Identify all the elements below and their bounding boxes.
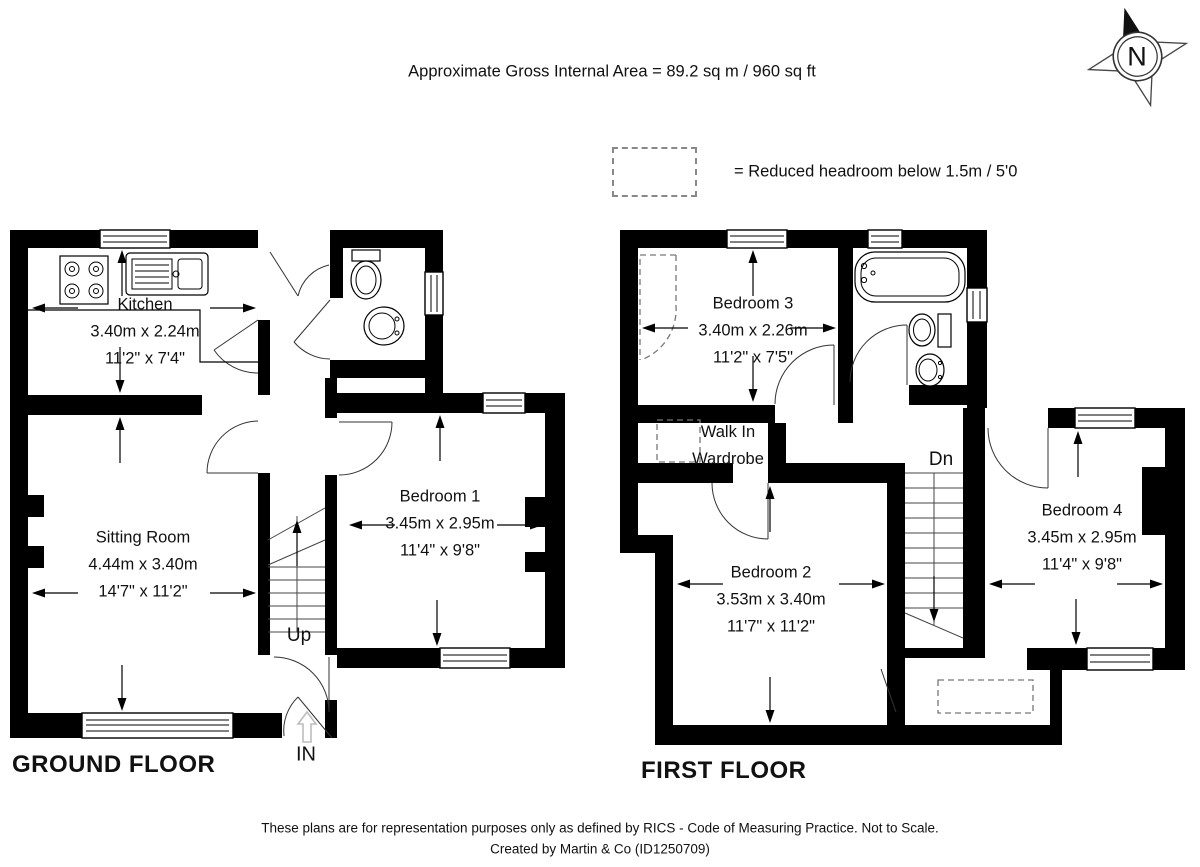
walk-in-wardrobe-label: Walk In Wardrobe [692, 419, 764, 473]
first-floor-doors [711, 324, 1049, 713]
kitchen-label: Kitchen 3.40m x 2.24m 11'2" x 7'4" [90, 292, 199, 373]
room-metric: 4.44m x 3.40m [88, 555, 198, 574]
sitting-room-label: Sitting Room 4.44m x 3.40m 14'7" x 11'2" [88, 525, 197, 606]
compass-rose-icon [1086, 7, 1189, 108]
room-imperial: 11'4" x 9'8" [399, 541, 481, 560]
bedroom4-top-window [1074, 407, 1136, 429]
sitting-room-window [81, 712, 234, 739]
bath [854, 251, 966, 303]
first-floor-windows [726, 229, 1154, 671]
bedroom4-bottom-window [1086, 647, 1154, 671]
room-name: Bedroom 3 [712, 294, 794, 313]
wc-fixtures [350, 249, 405, 346]
room-name: Bedroom 2 [730, 563, 812, 582]
room-name: Sitting Room [95, 528, 191, 547]
disclaimer-line: These plans are for representation purpo… [261, 820, 939, 836]
kitchen-fixtures [28, 252, 258, 363]
bedroom1-bottom-window [439, 647, 511, 669]
first-floor-title: FIRST FLOOR [641, 757, 807, 784]
ground-floor-walls [10, 230, 565, 738]
room-imperial: 11'7" x 11'2" [726, 617, 816, 636]
bedroom2-label: Bedroom 2 3.53m x 3.40m 11'7" x 11'2" [716, 560, 825, 641]
entrance-arrow-icon [296, 710, 318, 743]
compass-north-label: N [1127, 41, 1147, 72]
ground-floor-title: GROUND FLOOR [12, 751, 216, 778]
reduced-headroom-legend-swatch [612, 147, 697, 197]
kitchen-window [99, 229, 171, 249]
bedroom3-label: Bedroom 3 3.40m x 2.26m 11'2" x 7'5" [698, 291, 807, 372]
reduced-headroom-legend-label: = Reduced headroom below 1.5m / 5'0 [734, 162, 1018, 181]
kitchen-sink [125, 252, 209, 296]
staircase-down [904, 472, 964, 639]
room-metric: 3.53m x 3.40m [716, 590, 826, 609]
credit-line: Created by Martin & Co (ID1250709) [490, 841, 710, 857]
ground-floor-doors [206, 251, 393, 739]
page-title: Approximate Gross Internal Area = 89.2 s… [408, 62, 816, 81]
room-metric: 3.45m x 2.95m [1027, 528, 1137, 547]
room-name: Kitchen [117, 295, 173, 314]
room-imperial: 14'7" x 11'2" [98, 582, 188, 601]
room-name: Wardrobe [692, 450, 764, 468]
wc-window [424, 271, 444, 316]
reduced-headroom-areas [639, 254, 1034, 714]
entrance-label: IN [296, 743, 316, 766]
room-name: Bedroom 1 [399, 487, 481, 506]
room-imperial: 11'4" x 9'8" [1041, 555, 1123, 574]
room-name: Bedroom 4 [1041, 501, 1123, 520]
room-metric: 3.40m x 2.24m [90, 322, 200, 341]
toilet [350, 249, 382, 300]
first-floor-plan [620, 229, 1185, 745]
room-metric: 3.40m x 2.26m [698, 321, 808, 340]
bathroom-fixtures [854, 251, 966, 387]
hob [59, 255, 109, 305]
bedroom3-window [726, 229, 788, 249]
bedroom4-label: Bedroom 4 3.45m x 2.95m 11'4" x 9'8" [1027, 498, 1136, 579]
room-imperial: 11'2" x 7'4" [104, 349, 186, 368]
toilet [908, 313, 952, 348]
wash-basin [363, 306, 405, 346]
wash-basin [915, 353, 945, 387]
ground-floor-plan [10, 229, 565, 743]
room-imperial: 11'2" x 7'5" [712, 348, 794, 367]
bedroom1-top-window [482, 392, 526, 414]
room-name: Walk In [700, 423, 756, 441]
room-metric: 3.45m x 2.95m [385, 514, 495, 533]
first-floor-walls [620, 230, 1185, 745]
stairs-up-label: Up [286, 625, 312, 646]
staircase-up [267, 507, 326, 633]
stairs-down-label: Dn [928, 449, 954, 470]
bathroom-top-window [867, 229, 903, 249]
ground-floor-windows [81, 229, 526, 739]
bathroom-side-window [966, 287, 988, 323]
bedroom1-label: Bedroom 1 3.45m x 2.95m 11'4" x 9'8" [385, 484, 494, 565]
